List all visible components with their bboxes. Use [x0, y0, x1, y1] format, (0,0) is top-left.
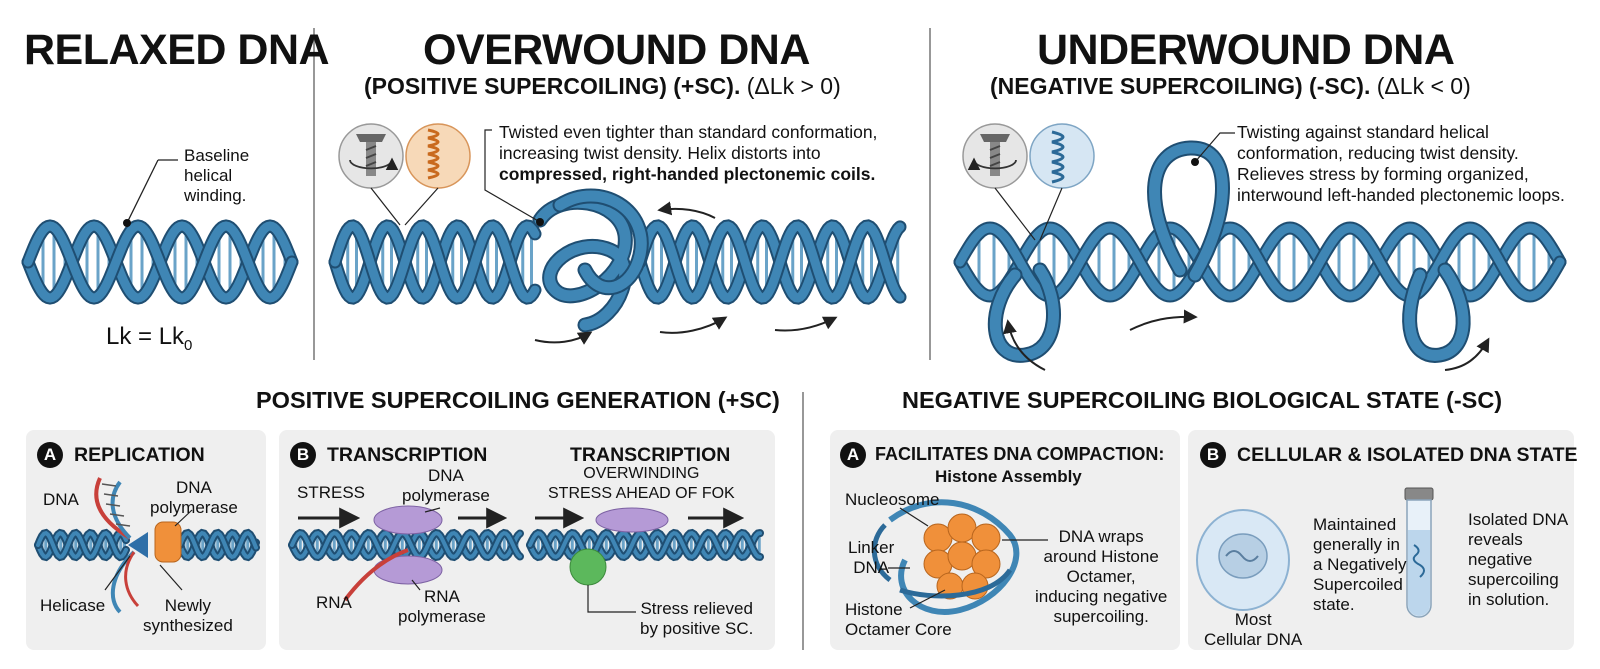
- relieved-leader: [587, 585, 636, 613]
- screw-icon: [338, 123, 404, 189]
- negative-section-title: NEGATIVE SUPERCOILING BIOLOGICAL STATE (…: [902, 387, 1503, 413]
- compaction-title: FACILITATES DNA COMPACTION:: [875, 444, 1165, 464]
- underwound-desc-leader: [1194, 132, 1235, 163]
- twist-arrow-2: [534, 331, 593, 345]
- overwound-desc-dot: [536, 218, 544, 226]
- transcription-title: TRANSCRIPTION: [327, 444, 488, 466]
- panel-transcription-bg: [279, 430, 775, 650]
- replication-title: REPLICATION: [74, 444, 205, 466]
- overwound-desc-leader: [484, 129, 541, 223]
- core-leader: [909, 589, 946, 609]
- replication-helix-right: [176, 528, 260, 562]
- label-nucleosome: Nucleosome: [845, 490, 940, 509]
- transcription-title-2: TRANSCRIPTION: [570, 444, 731, 466]
- label-rna-polymerase: RNA polymerase: [398, 587, 486, 626]
- relaxed-callout-line: [126, 159, 159, 224]
- underwound-subtitle: (NEGATIVE SUPERCOILING) (-SC). (ΔLk < 0): [990, 73, 1471, 100]
- cellular-title: CELLULAR & ISOLATED DNA STATE: [1237, 444, 1578, 466]
- label-stress-relieved: Stress relieved by positive SC.: [640, 599, 754, 638]
- compaction-subtitle: Histone Assembly: [935, 467, 1082, 486]
- label-isolated-dna: Isolated DNA reveals negative supercoili…: [1468, 510, 1569, 609]
- label-newly-synthesized: Newly synthesized: [143, 596, 233, 635]
- label-most-cellular-dna: Most Cellular DNA: [1204, 610, 1303, 649]
- panel-cellular-bg: [1188, 430, 1574, 650]
- overwound-desc-bold: compressed, right-handed plectonemic coi…: [499, 164, 876, 184]
- overwound-helix-right: [633, 219, 907, 305]
- cell-icon: [1196, 509, 1290, 611]
- underwound-icon-leader-2: [1039, 187, 1063, 241]
- dnapol-leader: [424, 507, 441, 513]
- loosen-screw-icon: [962, 123, 1028, 189]
- label-histone-core: Histone Octamer Core: [845, 600, 952, 639]
- dna-helices: [21, 219, 1567, 562]
- overwound-helix-left: [328, 219, 542, 305]
- transcription-helix-2: [526, 528, 764, 562]
- relaxed-helix: [21, 219, 299, 305]
- underwound-icon-leader-1: [994, 187, 1036, 241]
- transcription-complex: [343, 505, 669, 602]
- overwound-description: Twisted even tighter than standard confo…: [499, 122, 919, 185]
- label-dna-polymerase: DNA polymerase: [150, 478, 238, 517]
- underwound-subtitle-normal: (ΔLk < 0): [1370, 73, 1471, 99]
- nucleosome-art: [871, 499, 1020, 615]
- underwound-subtitle-bold: (NEGATIVE SUPERCOILING) (-SC).: [990, 73, 1371, 99]
- overwound-subtitle-normal: (ΔLk > 0): [740, 73, 841, 99]
- formula-sub: 0: [184, 336, 193, 354]
- badge-b-cellular: B: [1200, 442, 1226, 468]
- label-maintained: Maintained generally in a Negatively Sup…: [1313, 515, 1407, 614]
- overwound-subtitle-bold: (POSITIVE SUPERCOILING) (+SC).: [364, 73, 741, 99]
- helicase-leader: [104, 555, 131, 591]
- overwound-title: OVERWOUND DNA: [423, 26, 810, 74]
- underwound-description: Twisting against standard helical confor…: [1237, 122, 1565, 205]
- relaxed-callout-line-2: helical: [184, 166, 233, 185]
- label-stress: STRESS: [297, 483, 366, 502]
- transcription-helix-1: [288, 528, 524, 562]
- overwound-subtitle: (POSITIVE SUPERCOILING) (+SC). (ΔLk > 0): [364, 73, 841, 100]
- tight-coil-icon: [405, 123, 471, 189]
- relaxed-callout-line-3: winding.: [184, 186, 247, 205]
- badge-b-transcription: B: [290, 442, 316, 468]
- untwist-arrow-2: [1129, 309, 1198, 331]
- loose-coil-icon: [1029, 123, 1095, 189]
- relaxed-title: RELAXED DNA: [24, 26, 330, 74]
- replication-fork: [94, 477, 182, 614]
- positive-section-title: POSITIVE SUPERCOILING GENERATION (+SC): [256, 387, 780, 413]
- twist-arrow-1: [657, 201, 716, 219]
- label-transcription-dna-polymerase: DNA polymerase: [402, 466, 490, 505]
- overwound-desc-plain: Twisted even tighter than standard confo…: [499, 122, 878, 163]
- overwound-icon-leader-2: [404, 187, 439, 226]
- twist-arrow-3: [659, 316, 728, 334]
- relaxed-callout-dot: [123, 219, 131, 227]
- rnapol-leader: [411, 579, 421, 591]
- twist-arrow-4: [774, 316, 838, 332]
- overwound-icon-leader-1: [370, 187, 401, 226]
- badge-a-replication: A: [37, 442, 63, 468]
- polymerase-leader: [174, 509, 193, 527]
- label-dna-wraps: DNA wraps around Histone Octamer, induci…: [1035, 527, 1168, 626]
- underwound-title: UNDERWOUND DNA: [1037, 26, 1455, 74]
- replication-helix-left: [34, 528, 130, 562]
- label-rna: RNA: [316, 593, 352, 612]
- linking-number-formula: Lk = Lk0: [106, 323, 192, 354]
- test-tube-icon: [1404, 487, 1434, 618]
- underwound-desc-dot: [1191, 158, 1199, 166]
- label-helicase: Helicase: [40, 596, 106, 615]
- formula-main: Lk = Lk: [106, 323, 185, 350]
- untwist-arrow-1: [1003, 319, 1046, 371]
- untwist-arrow-3: [1444, 337, 1490, 371]
- relaxed-callout-line-1: Baseline: [184, 146, 250, 165]
- label-overwinding: OVERWINDING STRESS AHEAD OF FOK: [548, 465, 735, 502]
- overwound-knot: [532, 188, 649, 333]
- badge-a-compaction: A: [840, 442, 866, 468]
- label-dna: DNA: [43, 490, 79, 509]
- nucleosome-leader: [899, 507, 929, 527]
- label-linker-dna: Linker DNA: [848, 538, 895, 577]
- relaxed-callout: Baseline helical winding.: [184, 146, 249, 206]
- newly-leader: [159, 564, 183, 591]
